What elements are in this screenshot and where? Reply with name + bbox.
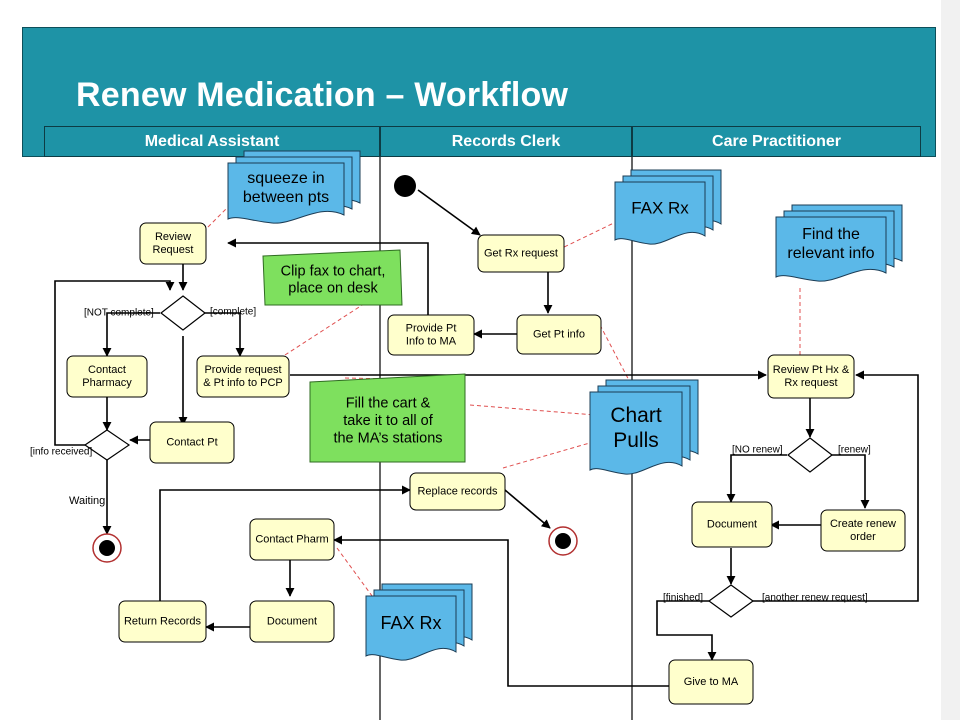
note-text: Find the <box>802 226 860 243</box>
control-flow <box>54 280 175 446</box>
control-flow <box>504 489 551 529</box>
annotation-connector <box>469 404 596 416</box>
action-label: order <box>850 531 876 543</box>
action-label: Info to MA <box>406 336 457 348</box>
control-flow <box>726 454 787 503</box>
control-flow <box>159 485 411 612</box>
title-banner <box>22 27 936 157</box>
guard-label: [info received] <box>30 447 92 458</box>
note-chart-pulls <box>589 391 683 475</box>
note-find-info <box>775 216 887 282</box>
annotation-connector <box>284 299 371 356</box>
action-contact-pharm <box>249 518 335 561</box>
note-fax-bottom <box>365 595 457 661</box>
action-label: Create renew <box>830 518 896 530</box>
callout-clip-fax <box>262 249 403 306</box>
control-flow <box>417 189 481 236</box>
action-label: Contact Pharm <box>255 534 328 546</box>
note-text: relevant info <box>787 245 874 262</box>
action-label: Review <box>155 231 191 243</box>
callout-fill-cart <box>309 373 466 463</box>
action-return-records <box>118 600 207 643</box>
guard-label: [complete] <box>210 307 256 318</box>
lane-header-care-practitioner: Care Practitioner <box>632 126 921 157</box>
note-squeeze <box>227 162 345 224</box>
action-label: Replace records <box>417 486 498 498</box>
guard-label: [finished] <box>663 593 703 604</box>
action-label: Get Rx request <box>484 248 558 260</box>
callout-text: place on desk <box>288 281 378 297</box>
control-flow <box>656 600 717 661</box>
decision-node <box>160 295 206 331</box>
annotation-connector <box>502 439 601 469</box>
guard-label: Waiting <box>69 495 105 507</box>
page-title: Renew Medication – Workflow <box>76 76 569 114</box>
action-label: Give to MA <box>684 676 739 688</box>
note-text: between pts <box>243 189 329 206</box>
callout-text: take it to all of <box>343 413 433 429</box>
action-create-renew <box>820 509 906 552</box>
initial-node <box>394 175 416 197</box>
callout-text: Fill the cart & <box>346 396 431 412</box>
action-get-pt-info <box>516 314 602 355</box>
action-give-to-ma <box>668 659 754 705</box>
annotation-connector <box>599 324 634 389</box>
scroll-gutter <box>941 0 960 720</box>
action-label: Document <box>707 519 757 531</box>
action-label: Contact Pt <box>166 437 217 449</box>
annotation-connector <box>557 219 621 251</box>
action-label: & Pt info to PCP <box>203 377 282 389</box>
action-document-cp <box>691 501 773 548</box>
action-contact-pt <box>149 421 235 464</box>
guard-label: [another renew request] <box>762 593 868 604</box>
guard-label: [NO renew] <box>732 445 783 456</box>
action-label: Document <box>267 616 317 628</box>
action-replace-records <box>409 472 506 511</box>
action-review-pt-hx <box>767 354 855 399</box>
callout-text: Clip fax to chart, <box>281 263 386 279</box>
note-text: FAX Rx <box>380 613 441 633</box>
action-label: Contact <box>88 364 126 376</box>
action-label: Request <box>153 244 194 256</box>
control-flow <box>333 535 669 687</box>
control-flow <box>102 312 160 357</box>
lane-header-records-clerk: Records Clerk <box>380 126 632 157</box>
control-flow <box>205 312 245 357</box>
action-get-rx-request <box>477 234 565 273</box>
control-flow <box>227 238 429 318</box>
action-label: Rx request <box>784 377 837 389</box>
action-document-ma <box>249 600 335 643</box>
callout-text: the MA’s stations <box>333 430 442 446</box>
decision-node <box>707 584 755 618</box>
note-text: squeeze in <box>247 170 324 187</box>
decision-node <box>787 437 833 473</box>
action-provide-pt-info <box>387 314 475 356</box>
final-node-core <box>99 540 115 556</box>
action-contact-pharmacy <box>66 355 148 398</box>
control-flow <box>831 454 870 509</box>
guard-label: [renew] <box>838 445 871 456</box>
note-text: Pulls <box>613 429 659 452</box>
action-label: Review Pt Hx & <box>773 364 850 376</box>
decision-node <box>83 429 131 461</box>
note-text: Chart <box>610 404 662 427</box>
action-label: Get Pt info <box>533 329 585 341</box>
action-review-request <box>139 222 207 265</box>
annotation-connector <box>336 547 376 601</box>
note-text: FAX Rx <box>631 199 689 218</box>
action-label: Return Records <box>124 616 202 628</box>
control-flow <box>753 370 919 602</box>
final-node-core <box>555 533 571 549</box>
guard-label: [NOT complete] <box>84 308 154 319</box>
action-provide-request <box>196 355 290 398</box>
action-label: Provide Pt <box>406 322 457 334</box>
note-fax-top <box>614 181 706 245</box>
lane-header-medical-assistant: Medical Assistant <box>44 126 380 157</box>
action-label: Pharmacy <box>82 377 132 389</box>
action-label: Provide request <box>204 364 281 376</box>
